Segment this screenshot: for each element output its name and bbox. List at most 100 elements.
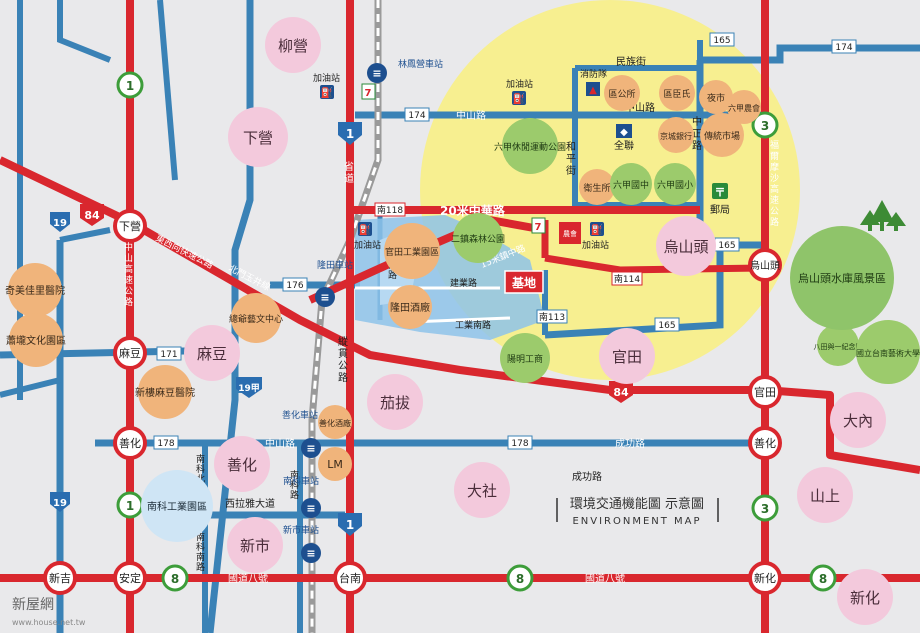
- train-icon: ≡: [372, 67, 381, 80]
- poi-liujia-es[interactable]: 六甲國小: [654, 163, 696, 205]
- poi-erzhen[interactable]: 二鎮森林公園: [451, 213, 505, 263]
- svg-text:新市車站: 新市車站: [283, 524, 319, 536]
- label-165-south: 165: [654, 317, 680, 332]
- gas-station-4[interactable]: ⛽ 加油站: [582, 222, 609, 251]
- svg-text:南113: 南113: [539, 311, 565, 323]
- station-xinshi[interactable]: ≡ 新市車站: [283, 524, 321, 563]
- district-xinshi[interactable]: 新市: [227, 517, 283, 573]
- poi-quzhang[interactable]: 區公所: [604, 75, 640, 111]
- svg-text:加油站: 加油站: [313, 72, 340, 84]
- interchange-shanhua-label: 善化: [119, 436, 141, 450]
- svg-text:全聯: 全聯: [614, 139, 634, 152]
- district-wushantou[interactable]: 烏山頭: [656, 216, 716, 276]
- interchange-guantian[interactable]: 官田: [748, 375, 782, 409]
- district-madou[interactable]: 麻豆: [184, 325, 240, 381]
- poi-batian[interactable]: 八田與一紀念區: [814, 324, 863, 366]
- interchange-tainan[interactable]: 台南: [333, 561, 367, 595]
- district-shanshang[interactable]: 山上: [797, 467, 853, 523]
- text-zhonghua: 20米中華路: [440, 203, 506, 218]
- interchange-shanhua-east[interactable]: 善化: [748, 426, 782, 460]
- text-zhongzheng: 中正路: [692, 115, 702, 152]
- map-title: 環境交通機能圖 示意圖: [570, 496, 704, 512]
- interchange-wushantou-label: 烏山頭: [750, 259, 780, 272]
- station-nanke[interactable]: ≡ 南科車站: [283, 475, 321, 518]
- poi-guantian-ind[interactable]: 官田工業園區: [384, 223, 440, 279]
- quanlian[interactable]: ◆ 全聯: [614, 124, 634, 152]
- station-longtian[interactable]: ≡ 隆田車站: [315, 259, 353, 307]
- site-marker[interactable]: 基地: [504, 270, 544, 294]
- post-icon: 〒: [715, 186, 726, 199]
- svg-text:加油站: 加油站: [582, 239, 609, 251]
- poi-shanhua-winery[interactable]: 善化酒廠: [318, 405, 352, 439]
- district-xiaying[interactable]: 下營: [228, 107, 288, 167]
- district-liuying[interactable]: 柳營: [265, 17, 321, 73]
- district-dashe[interactable]: 大社: [454, 462, 510, 518]
- post-office[interactable]: 〒 郵局: [710, 183, 730, 216]
- svg-text:陽明工商: 陽明工商: [507, 353, 543, 365]
- svg-text:大社: 大社: [467, 482, 497, 500]
- station-shanhua[interactable]: ≡ 善化車站: [282, 409, 321, 458]
- shield-national-1-south: 1: [116, 491, 144, 519]
- district-shanhua[interactable]: 善化: [214, 436, 270, 492]
- shield-national-8-east: 8: [809, 564, 837, 592]
- text-chenggong-road: 成功路: [615, 437, 645, 450]
- svg-text:郵局: 郵局: [710, 204, 730, 216]
- poi-chimei[interactable]: 奇美佳里醫院: [5, 263, 65, 317]
- gas-station-3[interactable]: ⛽ 加油站: [354, 222, 381, 251]
- interchange-xiaying[interactable]: 下營: [113, 209, 147, 243]
- svg-text:171: 171: [160, 350, 177, 360]
- fire-dept[interactable]: 消防隊 ▲: [580, 68, 607, 96]
- svg-text:南科工業園區: 南科工業園區: [147, 500, 207, 513]
- label-178-east: 178: [507, 435, 533, 450]
- svg-text:奇美佳里醫院: 奇美佳里醫院: [5, 284, 65, 297]
- text-minzu: 民族街: [616, 55, 646, 68]
- map-title-block: 環境交通機能圖 示意圖 ENVIRONMENT MAP: [556, 496, 719, 527]
- station-linfengying[interactable]: ≡ 林鳳營車站: [367, 58, 443, 83]
- svg-text:國立台南藝術大學: 國立台南藝術大學: [856, 348, 920, 358]
- poi-liujia-farm[interactable]: 六甲農會: [727, 90, 761, 124]
- poi-yangming[interactable]: 陽明工商: [500, 333, 550, 383]
- poi-reservoir[interactable]: 烏山頭水庫風景區: [790, 226, 894, 330]
- interchange-madou[interactable]: 麻豆: [113, 336, 147, 370]
- svg-text:京城銀行: 京城銀行: [660, 131, 692, 141]
- svg-text:官田工業園區: 官田工業園區: [385, 246, 439, 258]
- district-xinhua[interactable]: 新化: [837, 569, 893, 625]
- interchange-xinji[interactable]: 新吉: [43, 561, 77, 595]
- poi-trad-market[interactable]: 傳統市場: [700, 113, 744, 157]
- svg-text:8: 8: [516, 572, 524, 586]
- svg-text:7: 7: [535, 222, 542, 233]
- svg-text:烏山頭水庫風景區: 烏山頭水庫風景區: [798, 271, 886, 285]
- poi-xinlou[interactable]: 新樓麻豆醫院: [135, 365, 195, 419]
- poi-nanke[interactable]: 南科工業園區: [141, 470, 213, 542]
- district-guantian[interactable]: 官田: [599, 328, 655, 384]
- interchange-wushantou[interactable]: 烏山頭: [748, 248, 782, 282]
- svg-text:六甲國小: 六甲國小: [657, 179, 693, 191]
- text-guodao8-w: 國道八號: [228, 572, 268, 585]
- poi-weisheng[interactable]: 衛生所: [579, 169, 615, 205]
- poi-jingcheng[interactable]: 京城銀行: [658, 117, 694, 153]
- interchange-anding[interactable]: 安定: [113, 561, 147, 595]
- svg-text:善化酒廠: 善化酒廠: [319, 418, 351, 428]
- poi-lm[interactable]: LM: [318, 447, 352, 481]
- district-jiaba[interactable]: 茄拔: [367, 374, 423, 430]
- svg-text:柳營: 柳營: [278, 37, 308, 55]
- poi-night-market[interactable]: 夜市: [699, 80, 733, 114]
- poi-tnnua[interactable]: 國立台南藝術大學: [856, 320, 920, 384]
- interchange-shanhua[interactable]: 善化: [113, 426, 147, 460]
- poi-liujia-jh[interactable]: 六甲國中: [610, 163, 652, 205]
- road-north-v: [157, 0, 178, 181]
- farm-assoc[interactable]: 農會: [559, 222, 581, 244]
- map-subtitle: ENVIRONMENT MAP: [572, 516, 701, 527]
- interchange-anding-label: 安定: [119, 571, 141, 585]
- poi-liujia-park[interactable]: 六甲休閒運動公園: [494, 118, 566, 174]
- poi-longtian-winery[interactable]: 隆田酒廠: [388, 285, 432, 329]
- label-178-west: 178: [153, 435, 179, 450]
- road-south114: [544, 254, 766, 274]
- poi-xiaolong[interactable]: 蕭壠文化園區: [6, 313, 66, 367]
- district-neidong[interactable]: 大內: [830, 392, 886, 448]
- interchange-xinhua[interactable]: 新化: [748, 561, 782, 595]
- poi-quchen[interactable]: 區臣氏: [659, 75, 695, 111]
- gas-station-2[interactable]: ⛽ 加油站: [506, 78, 533, 105]
- poi-zongye[interactable]: 總爺藝文中心: [229, 293, 283, 343]
- gas-station-1[interactable]: ⛽ 加油站: [313, 72, 340, 99]
